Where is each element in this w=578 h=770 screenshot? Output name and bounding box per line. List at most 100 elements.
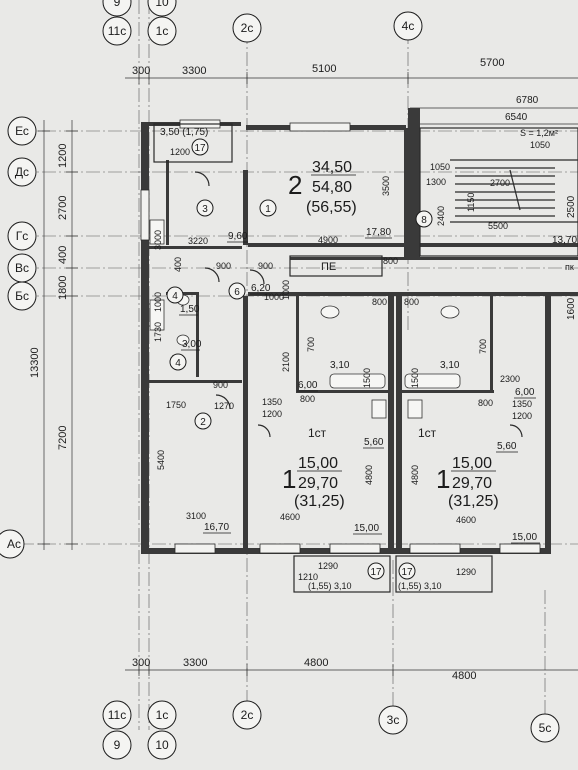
axis-label: Ес <box>15 124 29 138</box>
svg-text:700: 700 <box>306 337 316 352</box>
bottom-dimension-texts: 300 3300 4800 4800 <box>132 657 476 682</box>
walls <box>141 108 578 554</box>
svg-text:3300: 3300 <box>182 65 206 77</box>
svg-text:17: 17 <box>370 567 382 578</box>
svg-text:4: 4 <box>175 358 181 369</box>
svg-text:4800: 4800 <box>304 657 328 669</box>
svg-text:1000: 1000 <box>264 292 284 302</box>
svg-text:800: 800 <box>404 297 419 307</box>
svg-text:5400: 5400 <box>156 450 166 470</box>
svg-text:1290: 1290 <box>456 567 476 577</box>
svg-text:1ст: 1ст <box>418 426 437 440</box>
svg-text:5100: 5100 <box>312 63 336 75</box>
svg-text:2400: 2400 <box>436 206 446 226</box>
svg-text:1750: 1750 <box>166 400 186 410</box>
svg-text:1210: 1210 <box>298 572 318 582</box>
svg-text:3220: 3220 <box>188 236 208 246</box>
svg-text:1200: 1200 <box>170 147 190 157</box>
svg-text:4800: 4800 <box>410 465 420 485</box>
svg-text:ПЕ: ПЕ <box>321 261 336 273</box>
svg-text:1ст: 1ст <box>308 426 327 440</box>
svg-text:1,50: 1,50 <box>180 304 200 315</box>
axis-label: 2с <box>241 21 254 35</box>
bath-fixtures <box>149 219 461 419</box>
svg-text:9,60: 9,60 <box>228 231 248 242</box>
svg-text:17: 17 <box>401 567 413 578</box>
axis-label: 2с <box>241 708 254 722</box>
stairwell <box>419 127 578 257</box>
svg-text:1: 1 <box>436 464 450 494</box>
svg-text:900: 900 <box>213 380 228 390</box>
svg-text:15,00: 15,00 <box>452 455 492 472</box>
svg-text:5,60: 5,60 <box>364 437 384 448</box>
svg-text:2: 2 <box>288 170 302 200</box>
svg-text:15,00: 15,00 <box>354 523 379 534</box>
axis-bubbles-bottom: 11с 1с 2с 3с 5с 9 10 <box>102 700 560 760</box>
svg-text:16,70: 16,70 <box>204 522 229 533</box>
apartment-two-room-label: 2 34,50 54,80 (56,55) <box>288 159 357 216</box>
svg-text:800: 800 <box>372 297 387 307</box>
svg-text:300: 300 <box>132 65 150 77</box>
axis-label: 10 <box>155 0 169 9</box>
svg-text:54,80: 54,80 <box>312 179 352 196</box>
right-dimension-texts: 1600 2500 <box>566 195 577 320</box>
svg-text:700: 700 <box>478 339 488 354</box>
svg-text:1050: 1050 <box>530 140 550 150</box>
svg-text:1150: 1150 <box>466 193 476 212</box>
svg-text:(31,25): (31,25) <box>448 493 499 510</box>
svg-text:6,00: 6,00 <box>298 380 318 391</box>
svg-text:1000: 1000 <box>153 292 163 312</box>
svg-text:6780: 6780 <box>516 95 539 106</box>
svg-text:13,70: 13,70 <box>552 235 577 246</box>
svg-text:3100: 3100 <box>186 511 206 521</box>
axis-label: Бс <box>15 289 29 303</box>
svg-text:800: 800 <box>383 256 398 266</box>
svg-text:(31,25): (31,25) <box>294 493 345 510</box>
svg-text:3000: 3000 <box>153 230 163 250</box>
svg-text:6,20: 6,20 <box>251 283 271 294</box>
svg-text:800: 800 <box>300 394 315 404</box>
svg-text:2100: 2100 <box>281 352 291 372</box>
svg-text:3,10: 3,10 <box>440 360 460 371</box>
svg-text:4600: 4600 <box>456 515 476 525</box>
svg-text:2500: 2500 <box>566 195 577 218</box>
svg-text:7200: 7200 <box>57 426 69 450</box>
svg-text:6: 6 <box>234 287 240 298</box>
svg-text:S = 1,2м²: S = 1,2м² <box>520 128 558 138</box>
svg-text:800: 800 <box>478 398 493 408</box>
svg-text:6540: 6540 <box>505 112 528 123</box>
svg-text:1350: 1350 <box>512 399 532 409</box>
internal-dimensions: 3220 4900 3500 900 900 800 1000 1000 800… <box>153 140 550 582</box>
svg-text:4800: 4800 <box>452 670 476 682</box>
top-dimension-texts: 300 3300 5100 5700 6780 6540 <box>132 57 539 123</box>
svg-text:1300: 1300 <box>426 177 446 187</box>
axis-label: Вс <box>15 261 29 275</box>
svg-text:8: 8 <box>421 215 427 226</box>
svg-text:1: 1 <box>265 204 271 215</box>
axis-label: 10 <box>155 738 169 752</box>
svg-text:1200: 1200 <box>262 409 282 419</box>
left-dimension-texts: 1200 2700 400 1800 7200 13300 <box>29 144 69 450</box>
svg-text:1200: 1200 <box>57 144 69 168</box>
svg-text:900: 900 <box>216 261 231 271</box>
area-labels: 3,50 (1,75) 9,60 17,80 1,50 3,00 6,20 16… <box>160 127 577 591</box>
svg-text:1600: 1600 <box>566 297 577 320</box>
svg-text:4800: 4800 <box>364 465 374 485</box>
dimension-lines <box>38 72 578 676</box>
svg-text:2: 2 <box>200 417 206 428</box>
axis-label: 9 <box>114 0 121 9</box>
svg-text:3300: 3300 <box>183 657 207 669</box>
svg-text:5700: 5700 <box>480 57 504 69</box>
svg-text:13300: 13300 <box>29 347 41 378</box>
svg-text:1050: 1050 <box>430 162 450 172</box>
svg-text:1500: 1500 <box>410 368 420 388</box>
svg-text:1290: 1290 <box>318 561 338 571</box>
axis-label: 11с <box>108 24 126 38</box>
apartment-one-room-b-label: 1 15,00 29,70 (31,25) 1ст <box>418 426 499 510</box>
pe-shaft <box>289 255 383 277</box>
svg-text:(1,55) 3,10: (1,55) 3,10 <box>308 581 352 591</box>
svg-text:15,00: 15,00 <box>512 532 537 543</box>
room-markers: 1 2 3 4 4 6 8 17 17 17 <box>166 138 433 580</box>
svg-text:6,00: 6,00 <box>515 387 535 398</box>
axis-label: Гс <box>16 229 29 243</box>
